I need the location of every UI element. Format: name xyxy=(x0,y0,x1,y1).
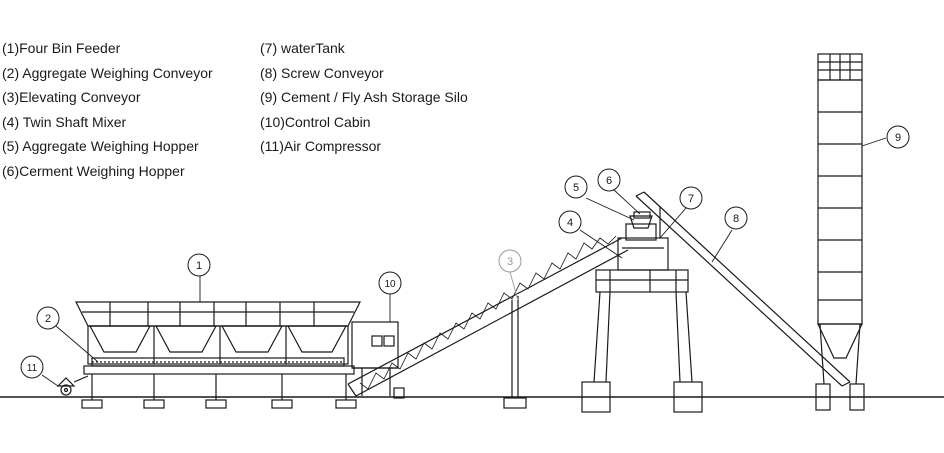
legend-item-1: (1)Four Bin Feeder xyxy=(2,40,121,56)
callout-11: 11 xyxy=(27,363,38,374)
legend-left-column: (1)Four Bin Feeder (2) Aggregate Weighin… xyxy=(2,36,213,183)
legend-item-10: (10)Control Cabin xyxy=(260,113,371,130)
callout-6: 6 xyxy=(606,175,612,187)
legend-right-column: (7) waterTank (8) Screw Conveyor (9) Cem… xyxy=(260,36,468,159)
callout-1: 1 xyxy=(196,260,202,272)
callout-4: 4 xyxy=(567,217,573,229)
legend-item-9: (9) Cement / Fly Ash Storage Silo xyxy=(260,89,468,105)
legend-item-8: (8) Screw Conveyor xyxy=(260,64,384,81)
legend-item-6: (6)Cerment Weighing Hopper xyxy=(2,162,185,179)
callout-9: 9 xyxy=(895,132,901,144)
elevating-conveyor xyxy=(347,235,629,409)
screw-conveyor xyxy=(635,191,851,387)
control-cabin xyxy=(351,321,405,399)
callout-circles xyxy=(20,125,910,379)
legend-item-11: (11)Air Compressor xyxy=(260,138,382,154)
callout-leaders xyxy=(41,137,887,387)
storage-silo xyxy=(815,53,865,411)
callout-10: 10 xyxy=(384,279,396,290)
mixing-tower xyxy=(581,211,703,413)
callout-7: 7 xyxy=(688,193,694,205)
legend-item-5: (5) Aggregate Weighing Hopper xyxy=(2,138,199,154)
air-compressor xyxy=(56,375,89,396)
legend-item-3: (3)Elevating Conveyor xyxy=(2,89,141,105)
legend-item-7: (7) waterTank xyxy=(260,40,345,56)
legend-item-4: (4) Twin Shaft Mixer xyxy=(2,113,127,130)
callout-3: 3 xyxy=(507,256,513,268)
callout-2: 2 xyxy=(45,313,51,325)
callout-5: 5 xyxy=(573,182,579,194)
legend-item-2: (2) Aggregate Weighing Conveyor xyxy=(2,64,213,81)
four-bin-feeder xyxy=(75,301,361,409)
callout-8: 8 xyxy=(733,213,739,225)
